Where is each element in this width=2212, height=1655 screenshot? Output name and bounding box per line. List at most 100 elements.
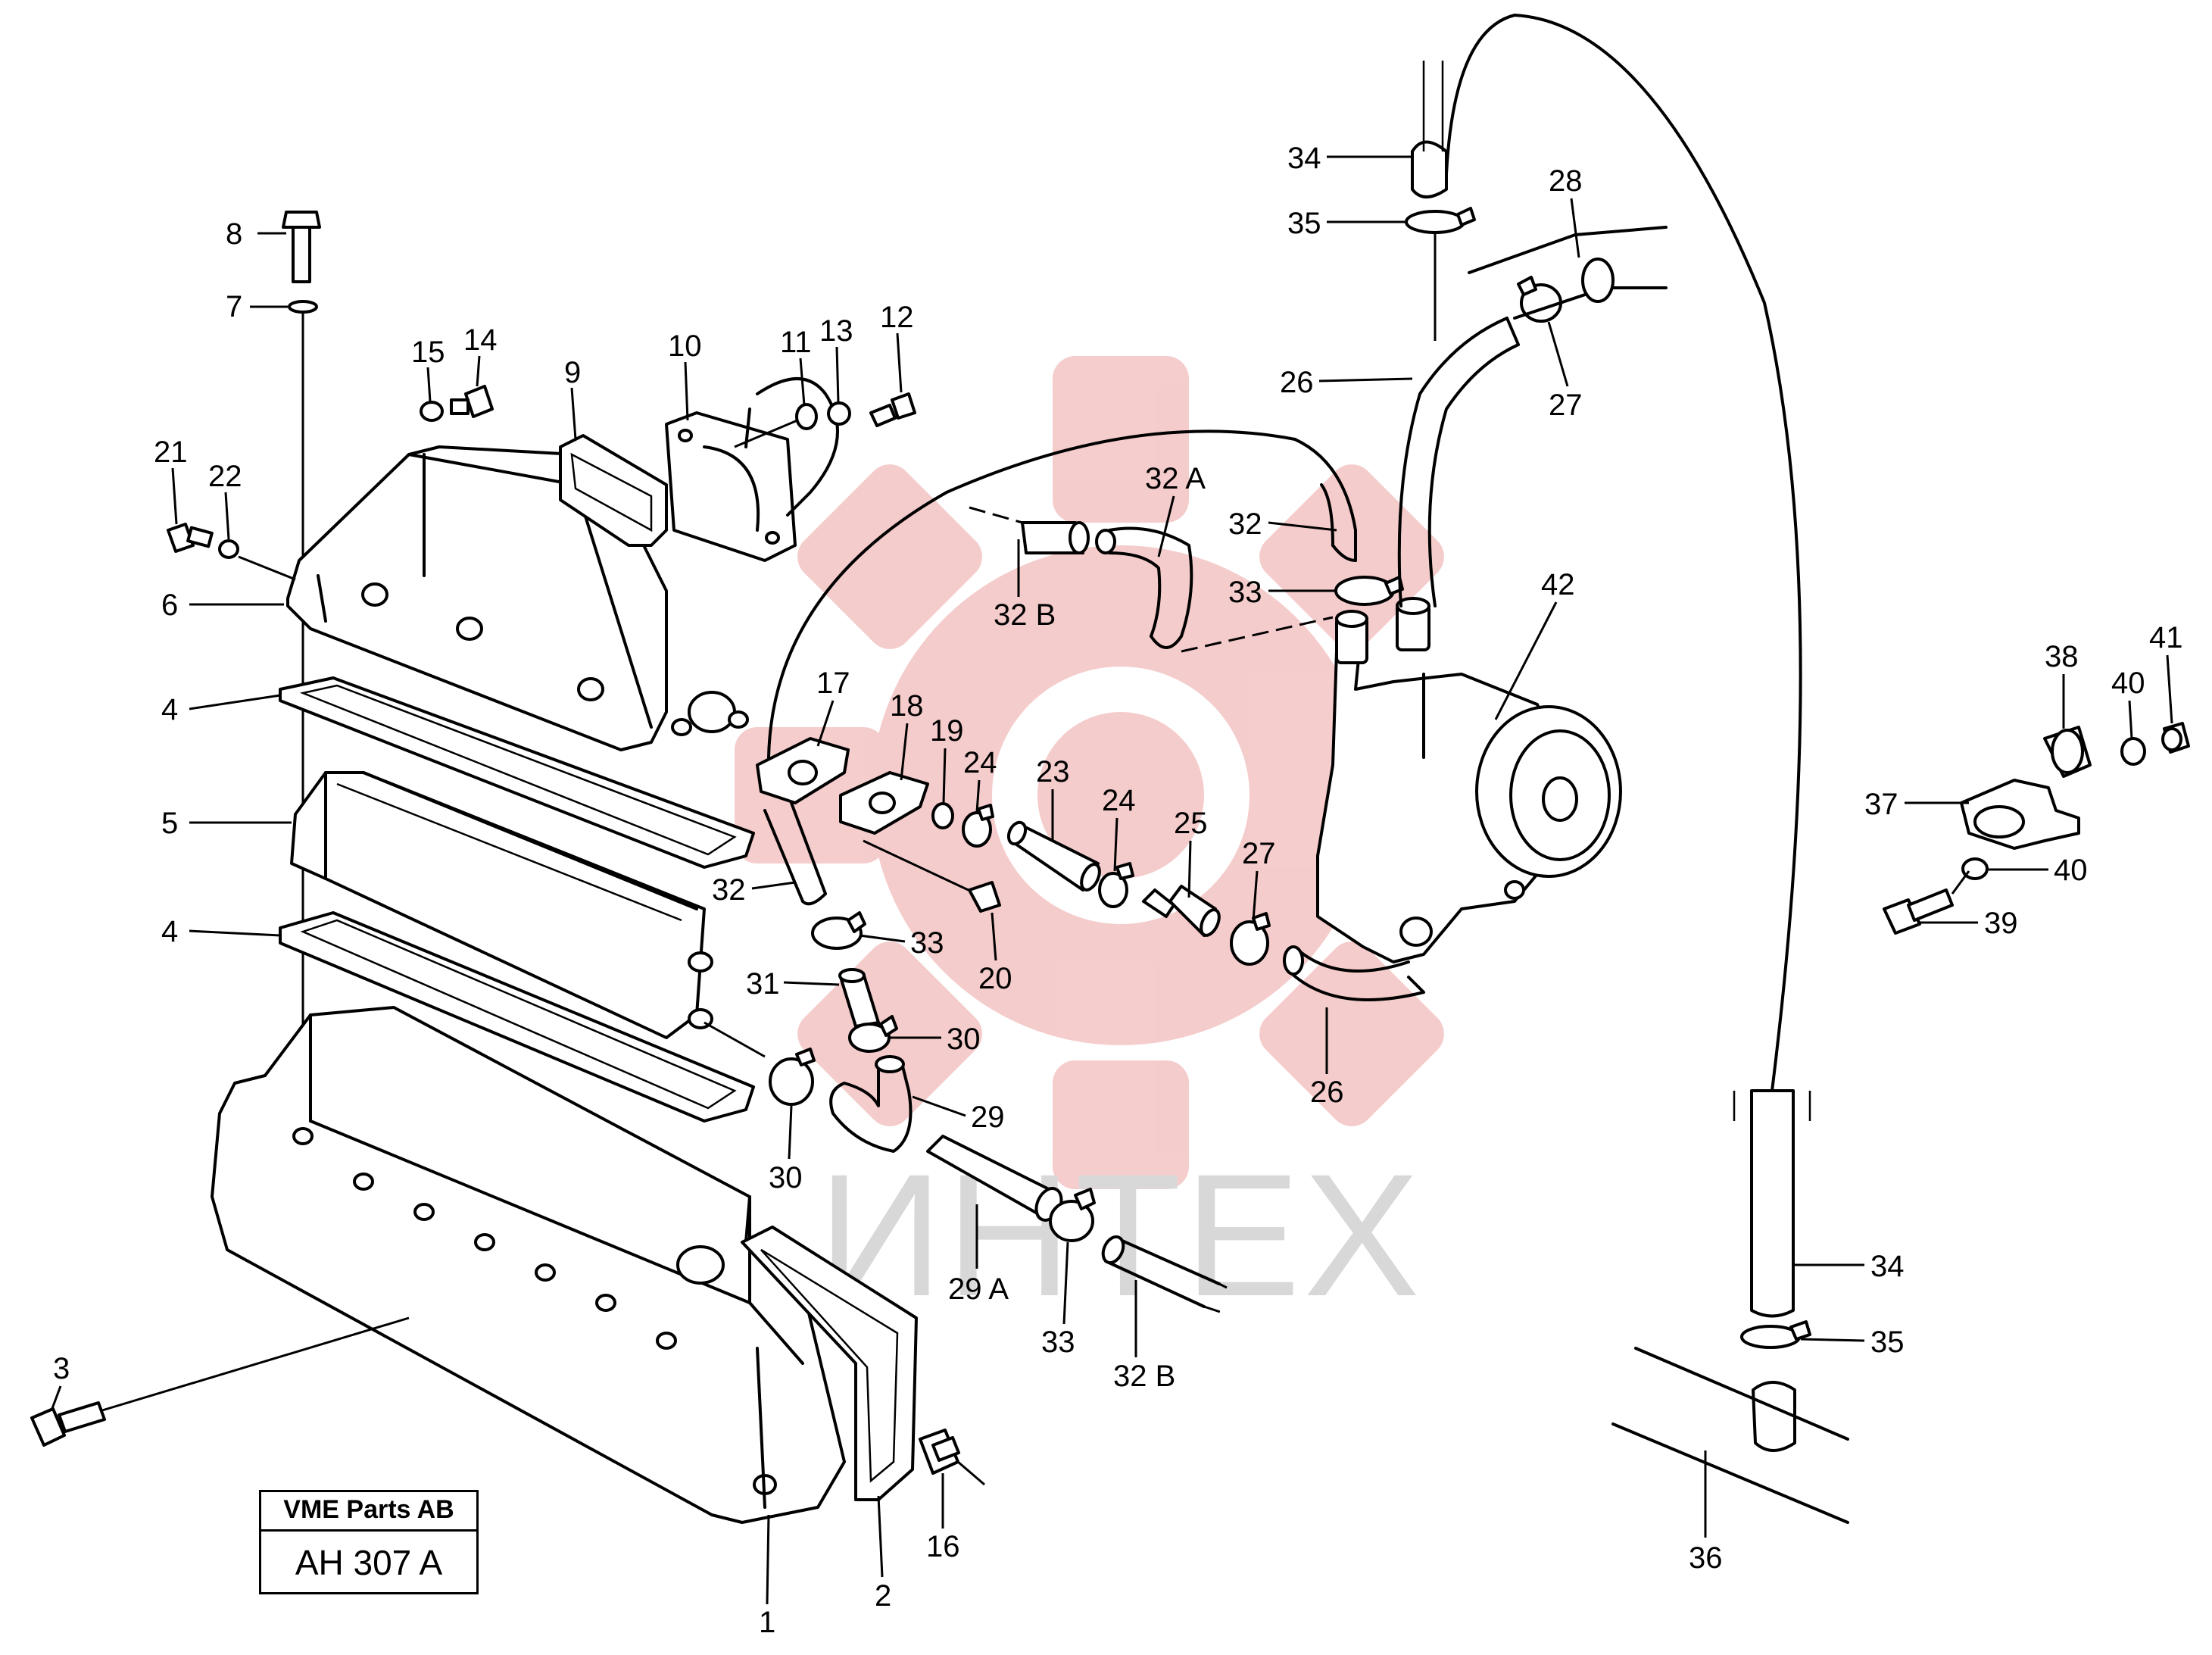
svg-text:35: 35 (1870, 1326, 1905, 1359)
callout-32b: 32 (1228, 507, 1337, 541)
svg-text:20: 20 (978, 962, 1012, 995)
svg-text:13: 13 (819, 314, 853, 348)
callout-14: 14 (463, 323, 498, 387)
svg-text:24: 24 (1102, 784, 1136, 817)
water-pump-42 (1316, 597, 1622, 963)
clip-27-lower (1230, 912, 1271, 966)
pipe-25 (1142, 885, 1221, 937)
clip-33-left (811, 911, 866, 950)
svg-text:32 A: 32 A (1145, 462, 1206, 495)
callout-32B-b: 32 B (1113, 1280, 1175, 1393)
callout-20: 20 (978, 912, 1012, 995)
hose-32A (1095, 526, 1334, 653)
svg-text:4: 4 (161, 915, 178, 948)
callout-18: 18 (890, 689, 924, 781)
svg-text:15: 15 (411, 336, 445, 369)
bolt-39 (1883, 870, 1970, 935)
plug-16 (919, 1429, 985, 1486)
pipe-32B-upper (969, 506, 1090, 554)
stud-20-line (863, 839, 985, 899)
callout-4b: 4 (161, 915, 281, 948)
svg-text:41: 41 (2149, 621, 2183, 654)
svg-text:42: 42 (1541, 568, 1575, 601)
svg-text:40: 40 (2111, 667, 2145, 700)
cover-6 (286, 445, 749, 751)
hose-32-upper (1293, 438, 1357, 562)
coolant-loop-curve (767, 429, 1296, 759)
gasket-4-lower (279, 911, 755, 1123)
svg-text:9: 9 (564, 356, 581, 389)
svg-text:8: 8 (226, 217, 242, 251)
svg-text:2: 2 (875, 1579, 891, 1613)
svg-text:11: 11 (780, 326, 812, 359)
svg-text:32: 32 (1228, 507, 1262, 541)
outlet-28 (1468, 226, 1668, 320)
hose-34-bottom (1733, 1089, 1811, 1318)
callout-39: 39 (1920, 907, 2018, 940)
svg-text:19: 19 (930, 714, 964, 748)
callout-17: 17 (816, 667, 850, 747)
svg-text:26: 26 (1310, 1076, 1344, 1109)
bracket-37 (1960, 779, 2080, 850)
svg-text:29 A: 29 A (948, 1272, 1009, 1306)
callout-34b: 34 (1793, 1250, 1905, 1283)
callout-31: 31 (746, 967, 840, 1001)
pipe-line-1 (704, 1021, 766, 1058)
svg-text:6: 6 (161, 589, 178, 622)
callout-42: 42 (1494, 568, 1575, 720)
callout-32A: 32 A (1145, 462, 1206, 557)
callout-32B-a: 32 B (994, 539, 1056, 632)
clip-30-lower (769, 1048, 816, 1106)
callout-10: 10 (668, 329, 702, 421)
svg-text:27: 27 (1242, 837, 1276, 870)
svg-text:4: 4 (161, 693, 178, 726)
svg-text:39: 39 (1984, 907, 2018, 940)
callout-30b: 30 (769, 1105, 803, 1194)
callout-32a: 32 (712, 873, 796, 907)
callout-13: 13 (819, 314, 853, 404)
callout-40a: 40 (2111, 667, 2145, 739)
svg-text:18: 18 (890, 689, 924, 723)
callout-27a: 27 (1242, 837, 1276, 921)
callout-24a: 24 (963, 746, 997, 813)
callout-34a: 34 (1287, 142, 1412, 175)
svg-text:28: 28 (1549, 164, 1583, 198)
drawing-code: AH 307 A (295, 1543, 443, 1582)
bolt-14-washer-15 (420, 385, 494, 422)
svg-text:22: 22 (208, 460, 242, 493)
callout-15: 15 (411, 336, 445, 402)
callout-28: 28 (1549, 164, 1583, 258)
svg-text:33: 33 (910, 926, 944, 960)
fasteners-11-13-12 (734, 392, 916, 448)
svg-text:26: 26 (1280, 366, 1314, 399)
svg-text:30: 30 (947, 1023, 981, 1056)
cooler-core-5 (290, 771, 713, 1039)
callout-29: 29 (912, 1095, 1005, 1134)
long-return-line (1445, 14, 1802, 1092)
callout-3: 3 (50, 1352, 70, 1411)
svg-text:31: 31 (746, 967, 780, 1001)
svg-text:30: 30 (769, 1161, 803, 1194)
callout-33a: 33 (859, 926, 944, 960)
outlet-36 (1611, 1347, 1849, 1524)
callout-8: 8 (226, 217, 286, 251)
svg-text:5: 5 (161, 807, 178, 840)
svg-text:40: 40 (2054, 854, 2088, 887)
clip-24-left (962, 804, 994, 848)
clip-35-bottom (1740, 1320, 1811, 1349)
clip-33-lower (1049, 1188, 1096, 1242)
svg-text:21: 21 (154, 436, 188, 469)
screw-21-washer-22 (167, 523, 296, 581)
gasket-2 (741, 1226, 918, 1501)
svg-text:38: 38 (2045, 640, 2079, 673)
callout-9: 9 (564, 356, 581, 440)
nut-41 (2161, 722, 2190, 754)
callout-33c: 33 (1228, 576, 1337, 609)
callout-2: 2 (875, 1495, 891, 1613)
callout-35b: 35 (1800, 1326, 1905, 1359)
callout-22: 22 (208, 460, 242, 540)
callout-23: 23 (1036, 755, 1070, 841)
flange-10 (665, 411, 797, 562)
callout-5: 5 (161, 807, 292, 840)
